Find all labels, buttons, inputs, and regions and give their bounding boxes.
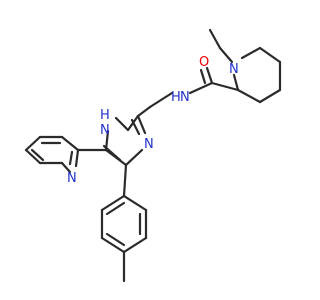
bond	[105, 232, 126, 247]
bond	[130, 118, 141, 136]
bond	[60, 161, 72, 174]
bond	[258, 88, 282, 104]
bond	[68, 150, 74, 166]
bond	[240, 46, 262, 60]
atom-label-o-carbonyl: O	[199, 55, 209, 70]
bond	[105, 201, 126, 216]
bond	[24, 148, 42, 165]
amide-group	[136, 66, 240, 118]
bond	[236, 88, 262, 104]
pyridine-ring	[24, 135, 80, 174]
bond	[100, 236, 126, 254]
bond	[74, 148, 80, 168]
bond	[258, 46, 282, 64]
bond	[104, 129, 110, 152]
bond	[205, 66, 214, 85]
structure-diagram: N O H N H N N N	[24, 28, 282, 283]
molecule-drawing: N O H N H N N N	[24, 28, 282, 283]
bond	[218, 46, 234, 64]
bond	[122, 194, 148, 212]
atom-label-n-piperidine: N	[229, 62, 239, 77]
bond	[114, 116, 130, 132]
bond	[24, 135, 42, 152]
bond	[122, 163, 128, 198]
bond	[148, 91, 174, 109]
piperidine-ring	[208, 28, 282, 104]
bond	[208, 28, 222, 50]
bond	[136, 105, 152, 118]
bond	[122, 236, 148, 254]
bond	[199, 68, 207, 85]
bond	[136, 114, 147, 135]
tolyl-ring	[100, 194, 148, 283]
bond	[188, 81, 214, 95]
atom-label-n-amide: N	[180, 90, 190, 105]
imidazole-ring	[102, 114, 147, 167]
atom-label-h-imidazole: H	[100, 108, 110, 123]
atom-label-h-amide: H	[171, 90, 181, 105]
bond	[60, 135, 80, 152]
atom-label-n-imidazole-nh: N	[100, 123, 110, 138]
bond	[210, 81, 240, 92]
bond	[100, 194, 126, 212]
bond	[232, 73, 240, 92]
bond	[30, 148, 45, 162]
atom-label-n-pyridine: N	[67, 171, 77, 186]
atom-label-n-imidazole: N	[144, 137, 154, 152]
bond	[124, 148, 144, 167]
